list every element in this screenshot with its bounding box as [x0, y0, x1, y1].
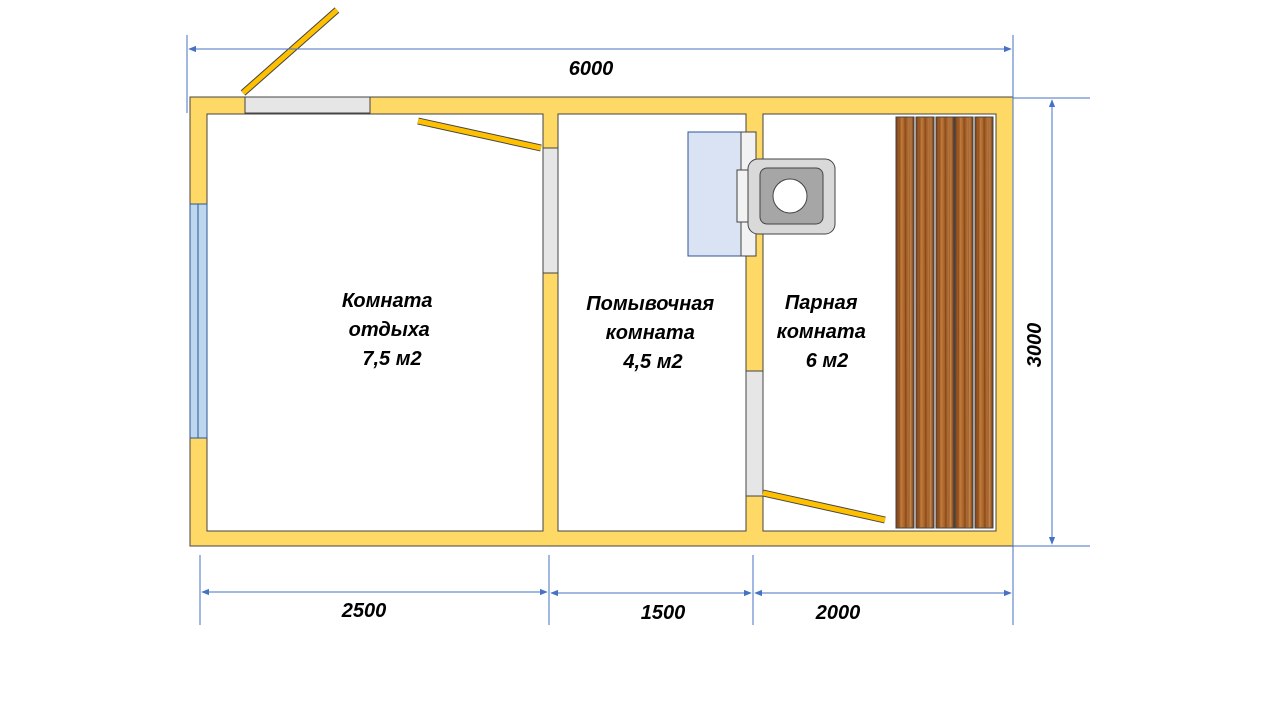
bench-grain — [967, 117, 970, 528]
bench-grain — [928, 117, 931, 528]
bench-grain — [938, 117, 941, 528]
window-icon — [189, 203, 208, 439]
bench-grain — [977, 117, 980, 528]
bench-grain — [983, 117, 986, 528]
bench-plank — [935, 116, 955, 529]
bench-grain — [904, 117, 907, 528]
room-steam-label: Парная комната 6 м2 — [777, 292, 872, 372]
bench-grain — [948, 117, 951, 528]
dimension-lines — [186, 35, 1090, 625]
bench-grain — [908, 117, 911, 528]
bench-grain — [963, 117, 966, 528]
bench-grain — [987, 117, 990, 528]
bench-plank — [915, 116, 935, 529]
bench-grain — [898, 117, 901, 528]
wooden-bench-icon — [895, 116, 994, 529]
bench-plank — [895, 116, 915, 529]
bench-grain — [924, 117, 927, 528]
bench-grain — [944, 117, 947, 528]
bench-plank — [954, 116, 974, 529]
dim-seg2-label: 1500 — [641, 602, 686, 624]
bench-plank — [974, 116, 994, 529]
door-wash-steam-icon — [745, 370, 886, 524]
dim-total-height-label: 3000 — [1024, 323, 1046, 368]
bench-grain — [918, 117, 921, 528]
bench-grain — [957, 117, 960, 528]
room-rest-label: Комната отдыха 7,5 м2 — [342, 290, 438, 370]
room-wash-label: Помывочная комната 4,5 м2 — [586, 293, 719, 373]
sauna-stove-icon — [736, 158, 836, 235]
entrance-door-icon — [240, 7, 371, 114]
dim-seg1-label: 2500 — [341, 600, 387, 622]
door-rest-wash-icon — [417, 117, 559, 274]
dim-total-width-label: 6000 — [569, 58, 614, 80]
room-rest-floor — [206, 113, 544, 532]
dim-seg3-label: 2000 — [815, 602, 861, 624]
